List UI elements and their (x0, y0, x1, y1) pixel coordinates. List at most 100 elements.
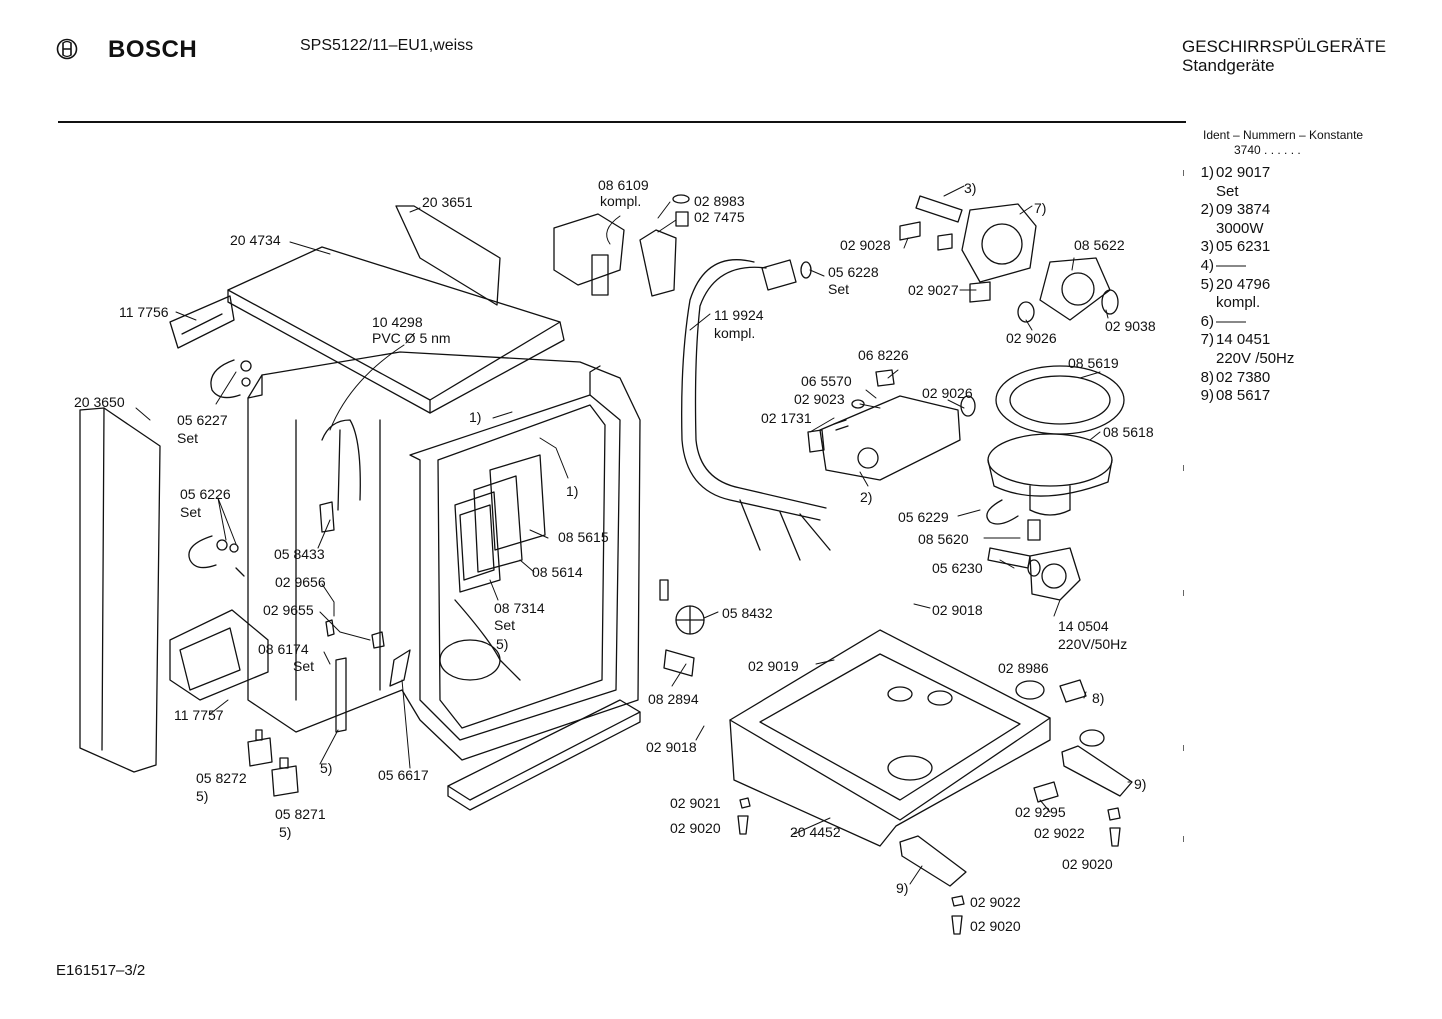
part-label: 02 8983 (694, 193, 745, 209)
screws (737, 797, 1121, 935)
legend-row: 3000W (1192, 220, 1392, 239)
part-label: 05 8272 (196, 770, 247, 786)
part-label: 220V/50Hz (1058, 636, 1128, 652)
part-label: 02 9022 (970, 894, 1021, 910)
hose-05-6227 (210, 359, 252, 399)
model-title: SPS5122/11–EU1,weiss (300, 37, 474, 54)
part-label: 02 7475 (694, 209, 745, 225)
legend-row: 4)—— (1192, 257, 1392, 276)
category-line-1: GESCHIRRSPÜLGERÄTE (1182, 37, 1387, 56)
bracket-08-2894 (663, 649, 695, 677)
part-label: 02 9038 (1105, 318, 1156, 334)
part-label: 02 9020 (970, 918, 1021, 934)
part-label: 02 9026 (922, 385, 973, 401)
part-label: 02 9028 (840, 237, 891, 253)
part-label: PVC Ø 5 nm (372, 330, 451, 346)
legend-row: kompl. (1192, 294, 1392, 313)
legend-value: 02 9017 (1216, 164, 1271, 181)
part-label: 05 8433 (274, 546, 325, 562)
part-label: 05 8432 (722, 605, 773, 621)
part-label: 11 9924 (714, 307, 764, 323)
base-block-11-7757 (169, 609, 269, 701)
legend-number: 3) (1200, 238, 1214, 256)
legend-number: 5) (1200, 275, 1214, 293)
part-label: 08 6109 (598, 177, 649, 193)
header-divider (58, 121, 1186, 123)
part-label: 06 5570 (801, 373, 852, 389)
part-label: 11 7756 (119, 304, 169, 320)
part-label: 5) (196, 788, 209, 804)
hose-11-9924 (681, 259, 831, 561)
rack-components (454, 454, 546, 593)
part-label: 05 6229 (898, 509, 949, 525)
legend-row: 220V /50Hz (1192, 350, 1392, 369)
worktop-panel (227, 246, 565, 414)
legend-value: 02 7380 (1216, 368, 1271, 386)
connector-05-6228 (761, 259, 812, 291)
part-label: 08 5614 (532, 564, 583, 580)
part-label: 08 5615 (558, 529, 609, 545)
part-label: 02 9018 (932, 602, 983, 618)
legend-number: 4) (1200, 256, 1214, 274)
part-label: 9) (1134, 776, 1147, 792)
part-label: 08 7314 (494, 600, 545, 616)
part-label: 14 0504 (1058, 618, 1109, 634)
part-label: 05 6230 (932, 560, 983, 576)
part-label: 08 2894 (648, 691, 699, 707)
part-label: 02 9656 (275, 574, 326, 590)
margin-mark (1183, 745, 1184, 751)
exploded-view-drawing (79, 185, 1133, 935)
brand-name: BOSCH (108, 36, 198, 63)
float-02-8986 (1015, 680, 1045, 700)
part-label: 02 8986 (998, 660, 1049, 676)
pressure-switch-05-8432 (659, 579, 705, 635)
margin-mark (1183, 836, 1184, 842)
margin-mark (1183, 590, 1184, 596)
legend-value: 05 6231 (1216, 238, 1271, 256)
part-label: 02 9026 (1006, 330, 1057, 346)
part-label: 06 8226 (858, 347, 909, 363)
part-label: 05 6228 (828, 264, 879, 280)
part-label: 5) (320, 760, 333, 776)
part-label: 1) (469, 409, 482, 425)
legend-value: 20 4796 (1216, 275, 1271, 293)
legend-number: 7) (1200, 331, 1214, 349)
part-label: kompl. (714, 325, 756, 341)
legend-row: 8)02 7380 (1192, 369, 1392, 388)
cable-cap (1079, 729, 1105, 747)
base-tray-20-4452 (729, 629, 1051, 847)
part-label: 5) (279, 824, 292, 840)
drawing-code: E161517–3/2 (56, 962, 146, 979)
ident-constant: 3740 . . . . . . (1234, 143, 1301, 157)
legend-row: 5)20 4796 (1192, 276, 1392, 295)
part-label: 08 5620 (918, 531, 969, 547)
legend-row: 3)05 6231 (1192, 238, 1392, 257)
part-label: 9) (896, 880, 909, 896)
part-label: 20 3650 (74, 394, 125, 410)
cable-10-4298 (319, 419, 361, 533)
side-panel-left (79, 407, 161, 773)
part-label: 02 9027 (908, 282, 959, 298)
part-label: 02 9023 (794, 391, 845, 407)
top-rear-panel (395, 205, 501, 306)
part-label: 20 3651 (422, 194, 473, 210)
part-label: 02 1731 (761, 410, 812, 426)
margin-mark (1183, 465, 1184, 471)
margin-mark (1183, 170, 1184, 176)
legend-value: Set (1216, 182, 1239, 200)
sump-assembly (986, 365, 1125, 577)
legend-number: 2) (1200, 201, 1214, 219)
ident-header: Ident – Nummern – Konstante (1203, 128, 1364, 142)
part-label: 08 5622 (1074, 237, 1125, 253)
part-label: 7) (1034, 200, 1047, 216)
part-label: 05 6227 (177, 412, 228, 428)
part-label: 05 8271 (275, 806, 326, 822)
legend-row: Set (1192, 183, 1392, 202)
switch-05-8271 (271, 757, 299, 797)
part-label: 02 9020 (1062, 856, 1113, 872)
legend-value: 09 3874 (1216, 201, 1271, 219)
part-label: 02 9022 (1034, 825, 1085, 841)
leader-lines (135, 185, 1131, 885)
part-label: 05 6226 (180, 486, 231, 502)
